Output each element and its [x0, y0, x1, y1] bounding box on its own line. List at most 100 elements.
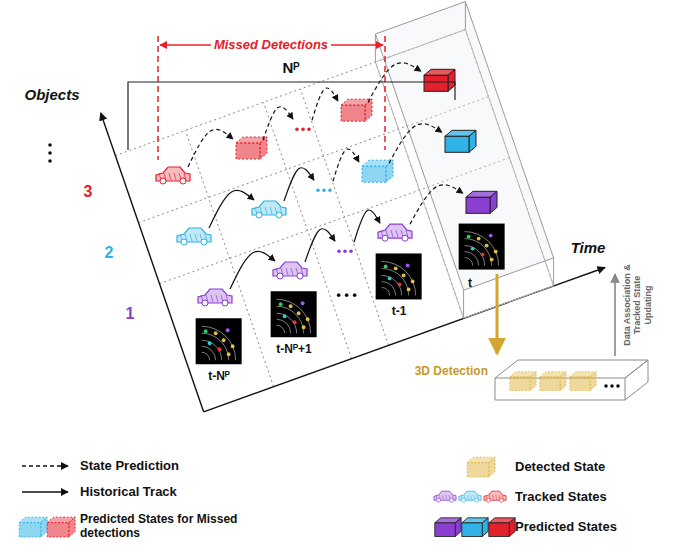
wheel [180, 178, 186, 184]
frame-background [376, 253, 422, 299]
frames-ellipsis-dot [345, 293, 349, 297]
scan-stroke [471, 495, 472, 500]
frame-divider [263, 102, 351, 358]
legend-text: Tracked States [515, 490, 607, 505]
cube-top [489, 518, 515, 523]
legend-solid-arrow [22, 491, 68, 492]
window-bracket [128, 82, 455, 150]
tray-edge [495, 360, 648, 378]
track-ellipsis-dot [328, 188, 332, 192]
missed-predicted-state [570, 372, 596, 391]
lidar-frame [271, 291, 317, 337]
predicted-state [489, 518, 515, 537]
frame-divider [185, 130, 273, 386]
frame-label: t-Nᴾ+1 [276, 343, 311, 357]
scan-ring [465, 252, 479, 266]
span-label: Missed Detections [211, 38, 331, 53]
point-cluster [204, 329, 208, 333]
object-index: 1 [126, 305, 135, 323]
step-label: 3D Detection [415, 365, 488, 379]
scan-ring [202, 340, 222, 360]
legend-text: Historical Track [80, 485, 177, 500]
scan-stroke [467, 495, 468, 500]
cube-front [362, 166, 386, 182]
scan-stroke [442, 495, 443, 500]
scan-stroke [190, 234, 192, 241]
object-index: 2 [105, 244, 114, 262]
cube-front [467, 463, 489, 477]
missed-predicted-state [540, 372, 566, 391]
tracked-state [378, 224, 412, 241]
track-ellipsis-dot [316, 188, 320, 192]
scan-stroke [391, 230, 393, 237]
predicted-state [435, 518, 461, 537]
point-cluster [226, 328, 230, 332]
legend-text: Detected State [515, 460, 605, 475]
association-arrow [614, 274, 616, 356]
scan-ring [382, 261, 416, 295]
cube-top [19, 517, 47, 522]
wheel [462, 498, 466, 502]
point-cluster [407, 288, 411, 292]
object-tracks [156, 63, 497, 306]
cube-front [570, 377, 590, 391]
axis-label: Time [571, 239, 606, 256]
scan-ring [382, 287, 390, 295]
cube-front [19, 523, 41, 537]
scan-stroke [286, 268, 288, 275]
object-index: 3 [84, 183, 93, 201]
axis-label: Objects [24, 86, 79, 103]
cube-front [236, 143, 260, 159]
cube-front [489, 523, 509, 537]
tracked-state [252, 201, 286, 218]
wheel [276, 212, 282, 218]
point-cluster [302, 325, 306, 329]
legend-dashed-arrow [22, 465, 68, 466]
scan-ring [277, 306, 304, 333]
point-cluster [279, 302, 283, 306]
scan-ring [465, 258, 473, 266]
point-cluster [289, 304, 293, 308]
detected-states-tray [495, 360, 648, 400]
scan-stroke [396, 230, 398, 237]
legend-text: Predicted States for Missed detections [80, 513, 245, 541]
point-cluster [208, 341, 212, 345]
scan-stroke [496, 495, 497, 500]
track-ellipsis-dot [307, 127, 311, 131]
point-cluster [222, 338, 226, 342]
slab-edge [375, 34, 376, 62]
tracked-state [434, 491, 456, 502]
wheel [437, 498, 441, 502]
frame-label: t-Nᴾ [208, 370, 230, 384]
wheel [277, 273, 283, 279]
track-ellipsis-dot [349, 249, 353, 253]
track-ellipsis-dot [604, 384, 608, 388]
predicted-state [424, 69, 455, 91]
scan-ring [202, 346, 216, 360]
historical-track-arrow [305, 229, 335, 262]
state-prediction-arrow [410, 185, 463, 224]
scan-stroke [265, 207, 267, 214]
cube-top [362, 160, 393, 166]
scan-stroke [174, 173, 176, 180]
scan-ring [202, 333, 229, 360]
point-cluster [406, 264, 410, 268]
wheel [487, 498, 491, 502]
frame-label: t-1 [392, 305, 407, 319]
slab-edge [465, 2, 466, 30]
window-size-label: Nᴾ [282, 59, 299, 76]
tracked-state [156, 167, 190, 184]
tracked-state [198, 289, 232, 306]
point-cluster [218, 347, 222, 351]
cube-top [466, 191, 497, 197]
scan-ring [382, 268, 409, 295]
cube-top [341, 99, 372, 105]
wheel [201, 239, 207, 245]
scan-ring [382, 281, 396, 295]
scan-ring [277, 325, 285, 333]
legend-text: State Prediction [80, 459, 179, 474]
missed-predicted-state [19, 517, 47, 537]
point-cluster [490, 258, 494, 262]
wheel [256, 212, 262, 218]
